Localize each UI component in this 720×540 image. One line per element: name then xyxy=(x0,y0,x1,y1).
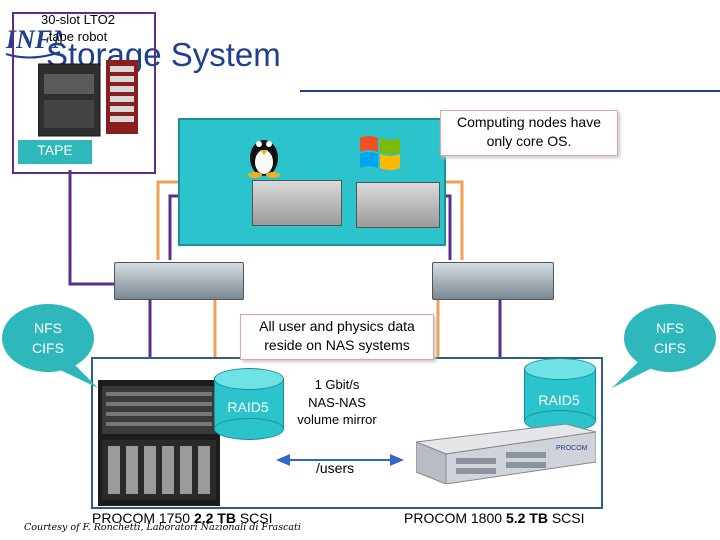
raid-right-top xyxy=(524,358,596,380)
nas-note: All user and physics data reside on NAS … xyxy=(240,314,434,360)
tape-robot-label: 30-slot LTO2 tape robot xyxy=(30,12,126,46)
nfs-cifs-right: NFS CIFS xyxy=(654,320,686,357)
svg-text:PROCOM: PROCOM xyxy=(556,445,588,452)
raid-right-label: RAID5 xyxy=(538,392,580,408)
tux-penguin-icon xyxy=(248,140,280,178)
nfs-bubble-right-shape xyxy=(612,304,716,388)
raid-left-top xyxy=(214,368,284,390)
raid-left-label: RAID5 xyxy=(227,399,269,415)
procom-1750-caption: PROCOM 1750 2.2 TB SCSI xyxy=(92,510,273,526)
nfs-cifs-left: NFS CIFS xyxy=(32,320,64,357)
procom-1750-image xyxy=(98,380,220,506)
tape-badge: TAPE xyxy=(18,140,92,164)
svg-text:INFN: INFN xyxy=(5,25,62,54)
infn-logo: INFN xyxy=(5,25,62,59)
nfs-bubble-left-shape xyxy=(2,304,98,388)
tape-robot-label-line1: 30-slot LTO2 xyxy=(41,12,115,27)
windows-flag-icon xyxy=(360,136,400,170)
computing-note: Computing nodes have only core OS. xyxy=(440,110,618,156)
compute-server-2 xyxy=(356,182,440,228)
users-label: /users xyxy=(316,460,355,476)
tape-robot-label-line2: tape robot xyxy=(48,28,108,44)
courtesy-note: Courtesy of F. Ronchetti, Laboratori Naz… xyxy=(24,522,301,533)
network-switch-left xyxy=(114,262,244,300)
tape-robot-image xyxy=(38,60,138,137)
compute-server-1 xyxy=(252,180,342,226)
procom-1800-image: PROCOM xyxy=(416,424,596,484)
procom-1800-size: 5.2 TB xyxy=(505,510,548,526)
title-rule xyxy=(300,90,720,92)
raid-left-bottom xyxy=(214,418,284,440)
procom-1750-iface: SCSI xyxy=(235,510,273,526)
procom-1800-caption: PROCOM 1800 5.2 TB SCSI xyxy=(404,510,585,526)
procom-1800-name: PROCOM 1800 xyxy=(404,510,506,526)
network-switch-right xyxy=(432,262,554,300)
procom-1750-size: 2.2 TB xyxy=(193,510,236,526)
procom-1800-iface: SCSI xyxy=(547,510,585,526)
mirror-note: 1 Gbit/s NAS-NAS volume mirror xyxy=(297,377,377,428)
procom-1750-name: PROCOM 1750 xyxy=(92,510,194,526)
tape-robot-box xyxy=(12,12,156,174)
